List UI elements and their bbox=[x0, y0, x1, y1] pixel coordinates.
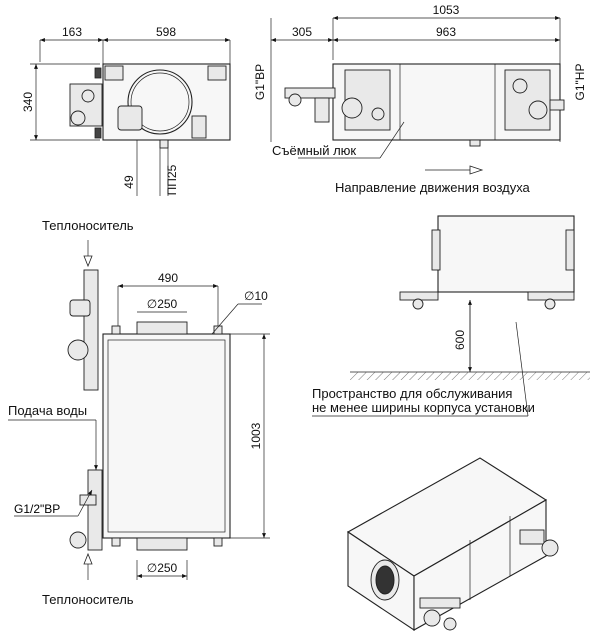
label-service-line1: Пространство для обслуживания bbox=[312, 386, 512, 401]
dim-305: 305 bbox=[292, 25, 312, 39]
flow-arrow-top-icon bbox=[83, 255, 93, 268]
dim-d250-bottom: ∅250 bbox=[147, 561, 178, 575]
dim-600: 600 bbox=[453, 330, 467, 350]
dim-598: 598 bbox=[156, 25, 176, 39]
dim-163: 163 bbox=[62, 25, 82, 39]
side-view: 1053 305 963 G1"ВР G1"НР Съёмный люк Нап… bbox=[253, 3, 587, 195]
dim-g1-vr: G1"ВР bbox=[253, 64, 267, 100]
clearance-dimension: 600 bbox=[453, 300, 472, 372]
front-view-dimensions: 163 598 340 49 ПП25 bbox=[21, 25, 230, 196]
dim-1003: 1003 bbox=[249, 422, 263, 449]
label-water-supply: Подача воды bbox=[8, 403, 87, 418]
label-coolant-bottom: Теплоноситель bbox=[42, 592, 134, 607]
plan-view: Теплоноситель 490 ∅250 ∅10 bbox=[8, 218, 270, 607]
front-view: 163 598 340 49 ПП25 bbox=[21, 25, 231, 196]
floor-hatching bbox=[350, 372, 590, 380]
label-service-line2: не менее ширины корпуса установки bbox=[312, 400, 535, 415]
dim-1053: 1053 bbox=[433, 3, 460, 17]
label-removable-hatch: Съёмный люк bbox=[272, 143, 356, 158]
plan-view-dimensions: 490 ∅250 ∅10 1003 ∅250 bbox=[117, 271, 270, 580]
installation-view: 600 Пространство для обслуживания не мен… bbox=[312, 215, 590, 417]
dim-340: 340 bbox=[21, 92, 35, 112]
dim-963: 963 bbox=[436, 25, 456, 39]
side-view-dimensions: 1053 305 963 G1"ВР G1"НР bbox=[253, 3, 587, 100]
dim-49: 49 bbox=[122, 175, 136, 189]
isometric-view bbox=[346, 457, 559, 632]
dim-490: 490 bbox=[158, 271, 178, 285]
dim-d10: ∅10 bbox=[244, 289, 268, 303]
flow-arrow-bottom-icon bbox=[83, 552, 93, 565]
airflow-arrow-icon bbox=[425, 165, 484, 175]
dim-d250-top: ∅250 bbox=[147, 297, 178, 311]
dim-pp25: ПП25 bbox=[165, 164, 179, 195]
dim-g1-2-vr: G1/2"ВР bbox=[14, 502, 60, 516]
label-airflow-direction: Направление движения воздуха bbox=[335, 180, 531, 195]
label-coolant-top: Теплоноситель bbox=[42, 218, 134, 233]
dim-g1-nr: G1"НР bbox=[573, 64, 587, 101]
